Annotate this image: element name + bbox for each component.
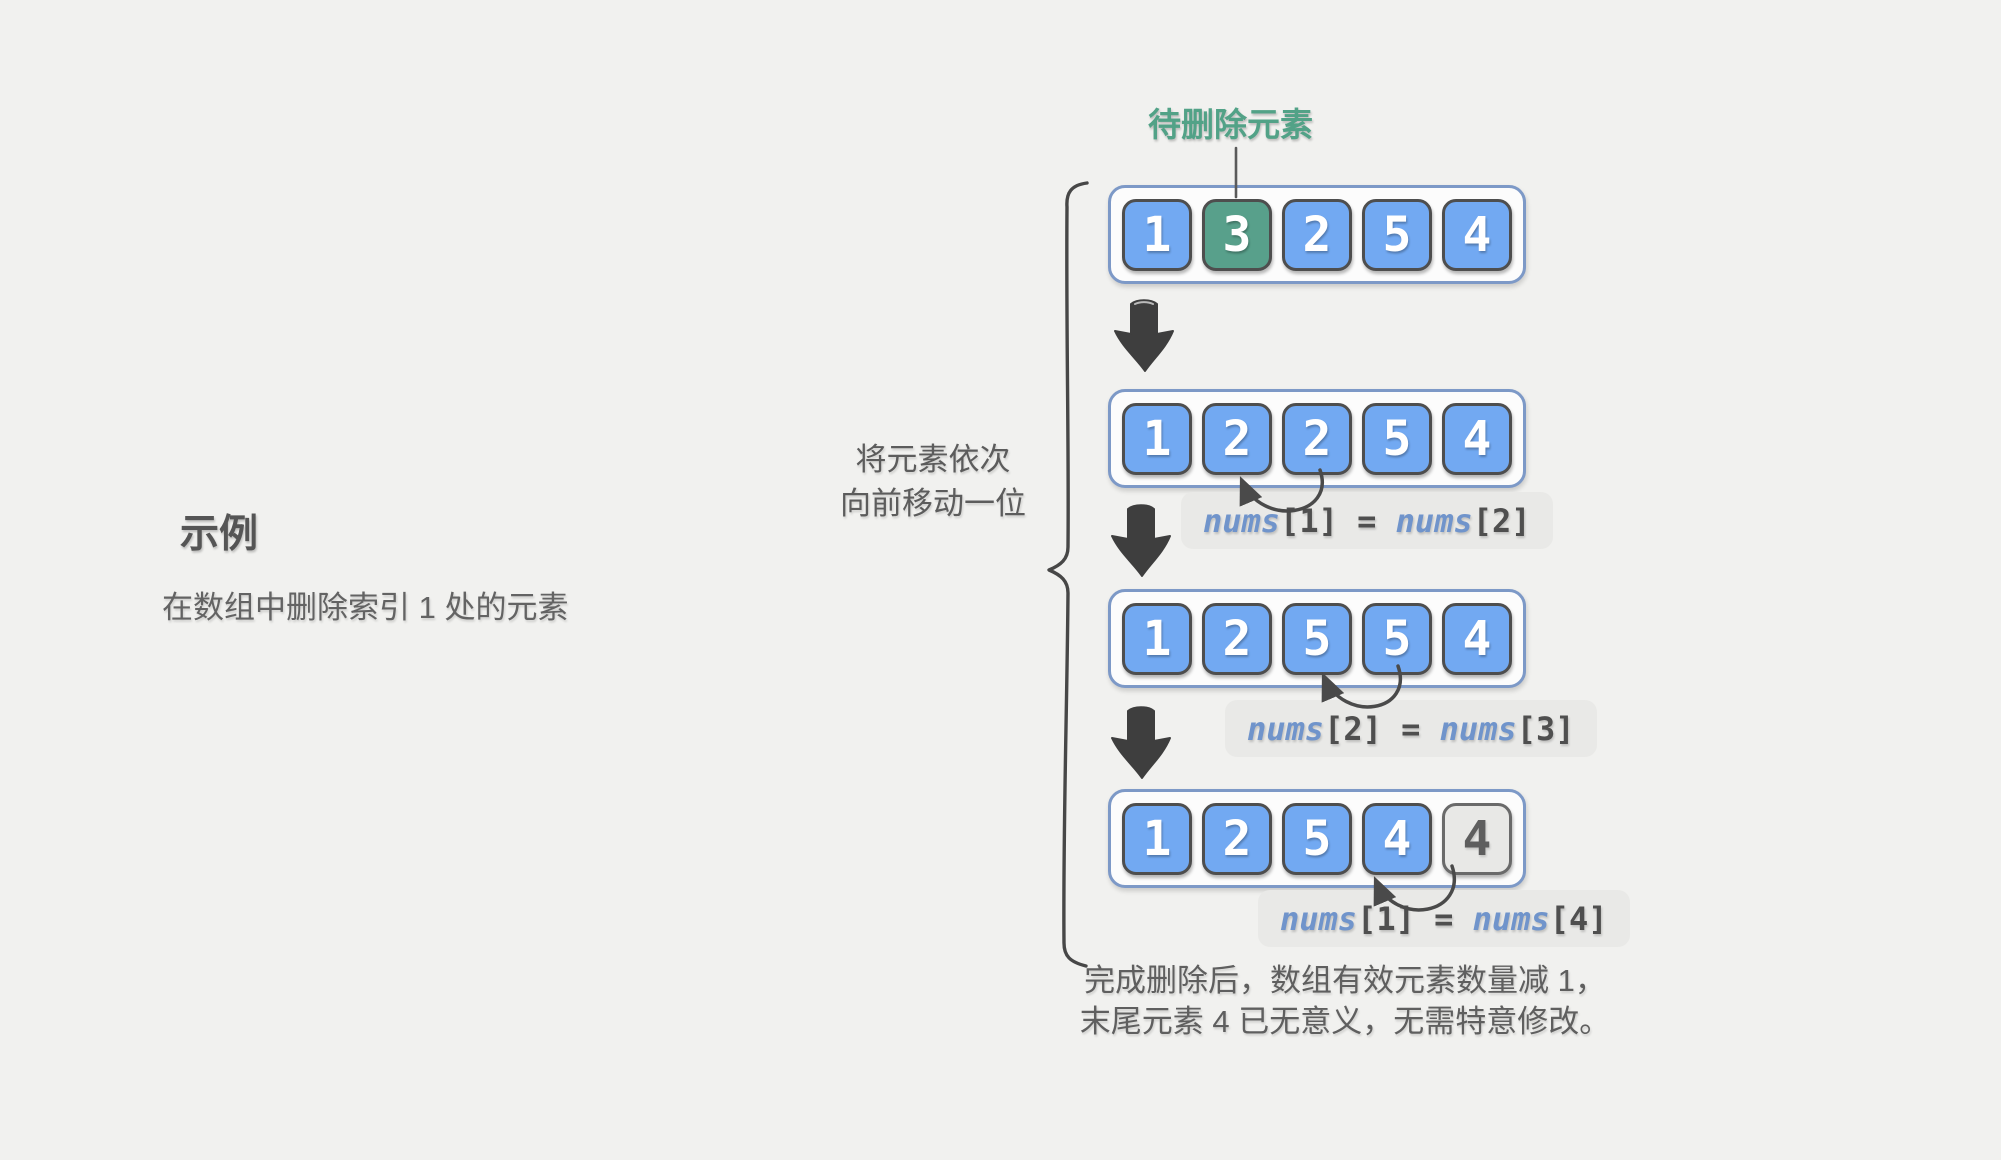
array-cell: 4 <box>1362 802 1432 875</box>
array-cell: 1 <box>1122 198 1192 271</box>
array-row-1: 1 3 2 5 4 <box>1108 185 1526 284</box>
array-cell: 2 <box>1202 402 1272 475</box>
array-cell: 2 <box>1282 198 1352 271</box>
array-cell: 1 <box>1122 402 1192 475</box>
footer-line1: 完成删除后，数组有效元素数量减 1， <box>1084 963 1606 998</box>
op-label-3: nums[1] = nums[4] <box>1258 890 1630 947</box>
code-index: [4] <box>1549 899 1608 938</box>
array-cell-stale: 4 <box>1442 802 1512 875</box>
op-label-1: nums[1] = nums[2] <box>1181 492 1553 549</box>
array-cell: 4 <box>1442 402 1512 475</box>
down-arrow-icon <box>1114 299 1174 372</box>
array-cell: 5 <box>1282 602 1352 675</box>
footer-note: 完成删除后，数组有效元素数量减 1， 末尾元素 4 已无意义，无需特意修改。 <box>1035 960 1655 1042</box>
code-index: [1] <box>1357 899 1415 938</box>
code-equals: = <box>1414 899 1473 938</box>
array-cell: 2 <box>1202 802 1272 875</box>
array-cell: 5 <box>1282 802 1352 875</box>
array-cell: 2 <box>1282 402 1352 475</box>
array-cell: 1 <box>1122 802 1192 875</box>
code-nums: nums <box>1439 709 1517 748</box>
array-row-4: 1 2 5 4 4 <box>1108 789 1526 888</box>
example-title: 示例 <box>180 513 259 556</box>
array-cell: 5 <box>1362 602 1432 675</box>
code-nums: nums <box>1280 899 1358 938</box>
code-nums: nums <box>1472 899 1550 938</box>
code-equals: = <box>1381 709 1440 748</box>
array-cell: 2 <box>1202 602 1272 675</box>
code-index: [2] <box>1324 709 1382 748</box>
shift-note-line2: 向前移动一位 <box>840 486 1026 521</box>
code-nums: nums <box>1203 501 1281 540</box>
array-cell: 5 <box>1362 198 1432 271</box>
down-arrow-icon <box>1111 504 1171 577</box>
down-arrow-icon <box>1111 706 1171 779</box>
code-index: [3] <box>1516 709 1575 748</box>
array-cell-to-delete: 3 <box>1202 198 1272 271</box>
delete-element-label: 待删除元素 <box>1148 106 1313 143</box>
shift-note-line1: 将元素依次 <box>855 442 1011 477</box>
example-description: 在数组中删除索引 1 处的元素 <box>162 590 569 625</box>
array-row-3: 1 2 5 5 4 <box>1108 589 1526 688</box>
array-cell: 4 <box>1442 198 1512 271</box>
code-index: [2] <box>1472 501 1531 540</box>
array-row-2: 1 2 2 5 4 <box>1108 389 1526 488</box>
shift-note: 将元素依次 向前移动一位 <box>808 438 1058 526</box>
footer-line2: 末尾元素 4 已无意义，无需特意修改。 <box>1079 1004 1611 1039</box>
array-cell: 1 <box>1122 602 1192 675</box>
brace <box>1047 181 1089 968</box>
op-label-2: nums[2] = nums[3] <box>1225 700 1597 757</box>
code-index: [1] <box>1280 501 1338 540</box>
array-cell: 4 <box>1442 602 1512 675</box>
code-equals: = <box>1337 501 1396 540</box>
code-nums: nums <box>1395 501 1473 540</box>
array-cell: 5 <box>1362 402 1432 475</box>
code-nums: nums <box>1247 709 1325 748</box>
